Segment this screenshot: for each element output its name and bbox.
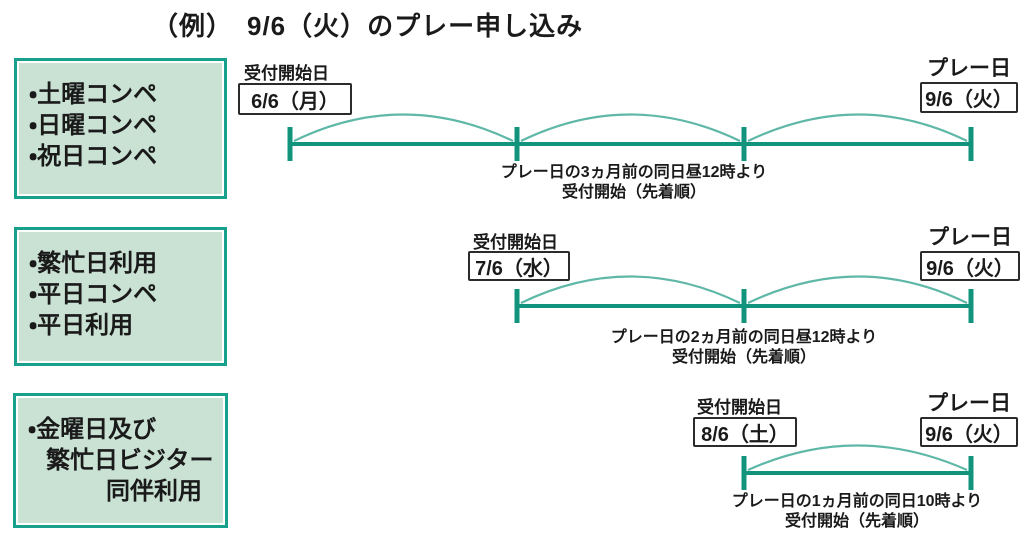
timeline-1-arc	[747, 113, 968, 142]
play-date-box-3: 9/6（火）	[920, 417, 1018, 447]
reception-start-date-box-1: 6/6（月）	[238, 83, 352, 115]
caption-line: プレー日の1ヵ月前の同日10時より	[731, 493, 983, 510]
category-line: ・平日利用	[29, 312, 134, 339]
play-date-box-1: 9/6（火）	[920, 82, 1018, 113]
reception-start-label-3: 受付開始日	[697, 398, 782, 417]
caption-line: 受付開始（先着順）	[784, 513, 929, 530]
caption-line: 受付開始（先着順）	[671, 349, 816, 366]
reception-start-date-box-3: 8/6（土）	[693, 417, 797, 447]
timeline-1-arc	[293, 113, 514, 142]
play-date-box-2: 9/6（火）	[920, 251, 1020, 281]
caption-line: 受付開始（先着順）	[561, 184, 706, 201]
category-line: ・繁忙日利用	[29, 250, 158, 277]
timeline-3-arc	[747, 444, 968, 472]
category-line: ・平日コンペ	[29, 281, 158, 308]
category-line: ・祝日コンペ	[29, 143, 158, 170]
timeline-2-arc	[520, 275, 741, 304]
timeline-caption-1: プレー日の3ヵ月前の同日昼12時より 受付開始（先着順）	[424, 163, 844, 203]
play-day-label-3: プレー日	[927, 392, 1011, 415]
reception-start-label-1: 受付開始日	[244, 64, 329, 83]
timeline-caption-3: プレー日の1ヵ月前の同日10時より 受付開始（先着順）	[647, 492, 1024, 532]
category-line: ・日曜コンペ	[29, 112, 158, 139]
timeline-1-arc	[520, 113, 741, 142]
category-line: ・金曜日及び	[28, 416, 157, 443]
timeline-2-arc	[747, 275, 968, 304]
timeline-caption-2: プレー日の2ヵ月前の同日昼12時より 受付開始（先着順）	[534, 328, 954, 368]
play-day-label-2: プレー日	[928, 226, 1012, 249]
caption-line: プレー日の2ヵ月前の同日昼12時より	[610, 329, 878, 346]
reception-start-label-2: 受付開始日	[473, 233, 558, 252]
reception-start-date-box-2: 7/6（水）	[468, 251, 570, 281]
category-box-visitor-use: ・金曜日及び 繁忙日ビジター 同伴利用	[13, 393, 228, 528]
category-line: 同伴利用	[106, 478, 202, 505]
category-line: 繁忙日ビジター	[46, 447, 214, 474]
category-line: ・土曜コンペ	[29, 81, 158, 108]
caption-line: プレー日の3ヵ月前の同日昼12時より	[500, 164, 768, 181]
category-box-weekday-use: ・繁忙日利用 ・平日コンペ ・平日利用	[14, 227, 227, 366]
category-box-weekend-compe: ・土曜コンペ ・日曜コンペ ・祝日コンペ	[14, 58, 227, 199]
timeline-1	[287, 113, 974, 161]
page-title: （例） 9/6（火）のプレー申し込み	[152, 11, 584, 41]
play-day-label-1: プレー日	[927, 57, 1011, 80]
timeline-3	[741, 444, 974, 490]
timeline-2	[514, 275, 974, 323]
